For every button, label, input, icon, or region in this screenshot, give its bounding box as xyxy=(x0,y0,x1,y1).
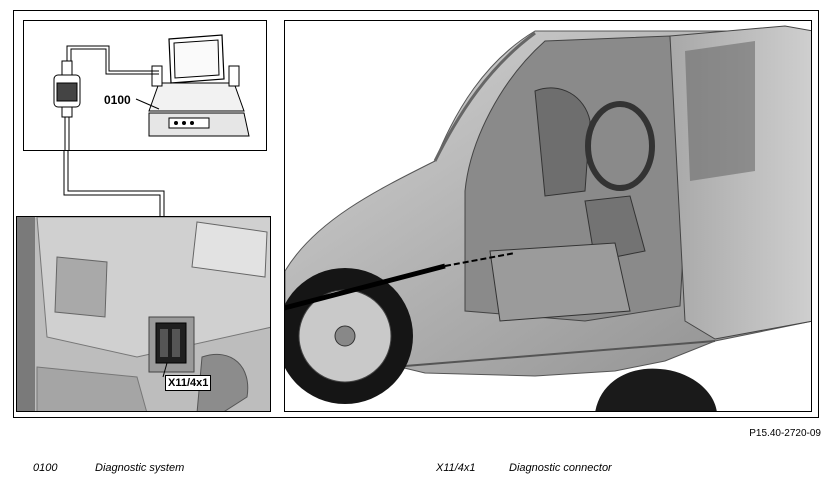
legend-description-0: Diagnostic system xyxy=(95,462,185,474)
diagnostic-system-panel: 0100 xyxy=(23,20,267,151)
diagnostic-system-drawing xyxy=(53,34,250,150)
vehicle-drawing xyxy=(285,25,811,411)
callout-diagnostic-connector: X11/4x1 xyxy=(165,375,212,391)
connector-detail-inset: X11/4x1 xyxy=(16,216,271,412)
vehicle-illustration xyxy=(284,20,812,412)
figure-id: P15.40-2720-09 xyxy=(749,428,821,439)
legend-code-1: X11/4x1 xyxy=(436,462,476,474)
legend-code-0: 0100 xyxy=(33,462,58,474)
callout-diagnostic-system: 0100 xyxy=(104,93,131,107)
legend-description-1: Diagnostic connector xyxy=(509,462,612,474)
connector-detail-drawing xyxy=(17,217,270,411)
